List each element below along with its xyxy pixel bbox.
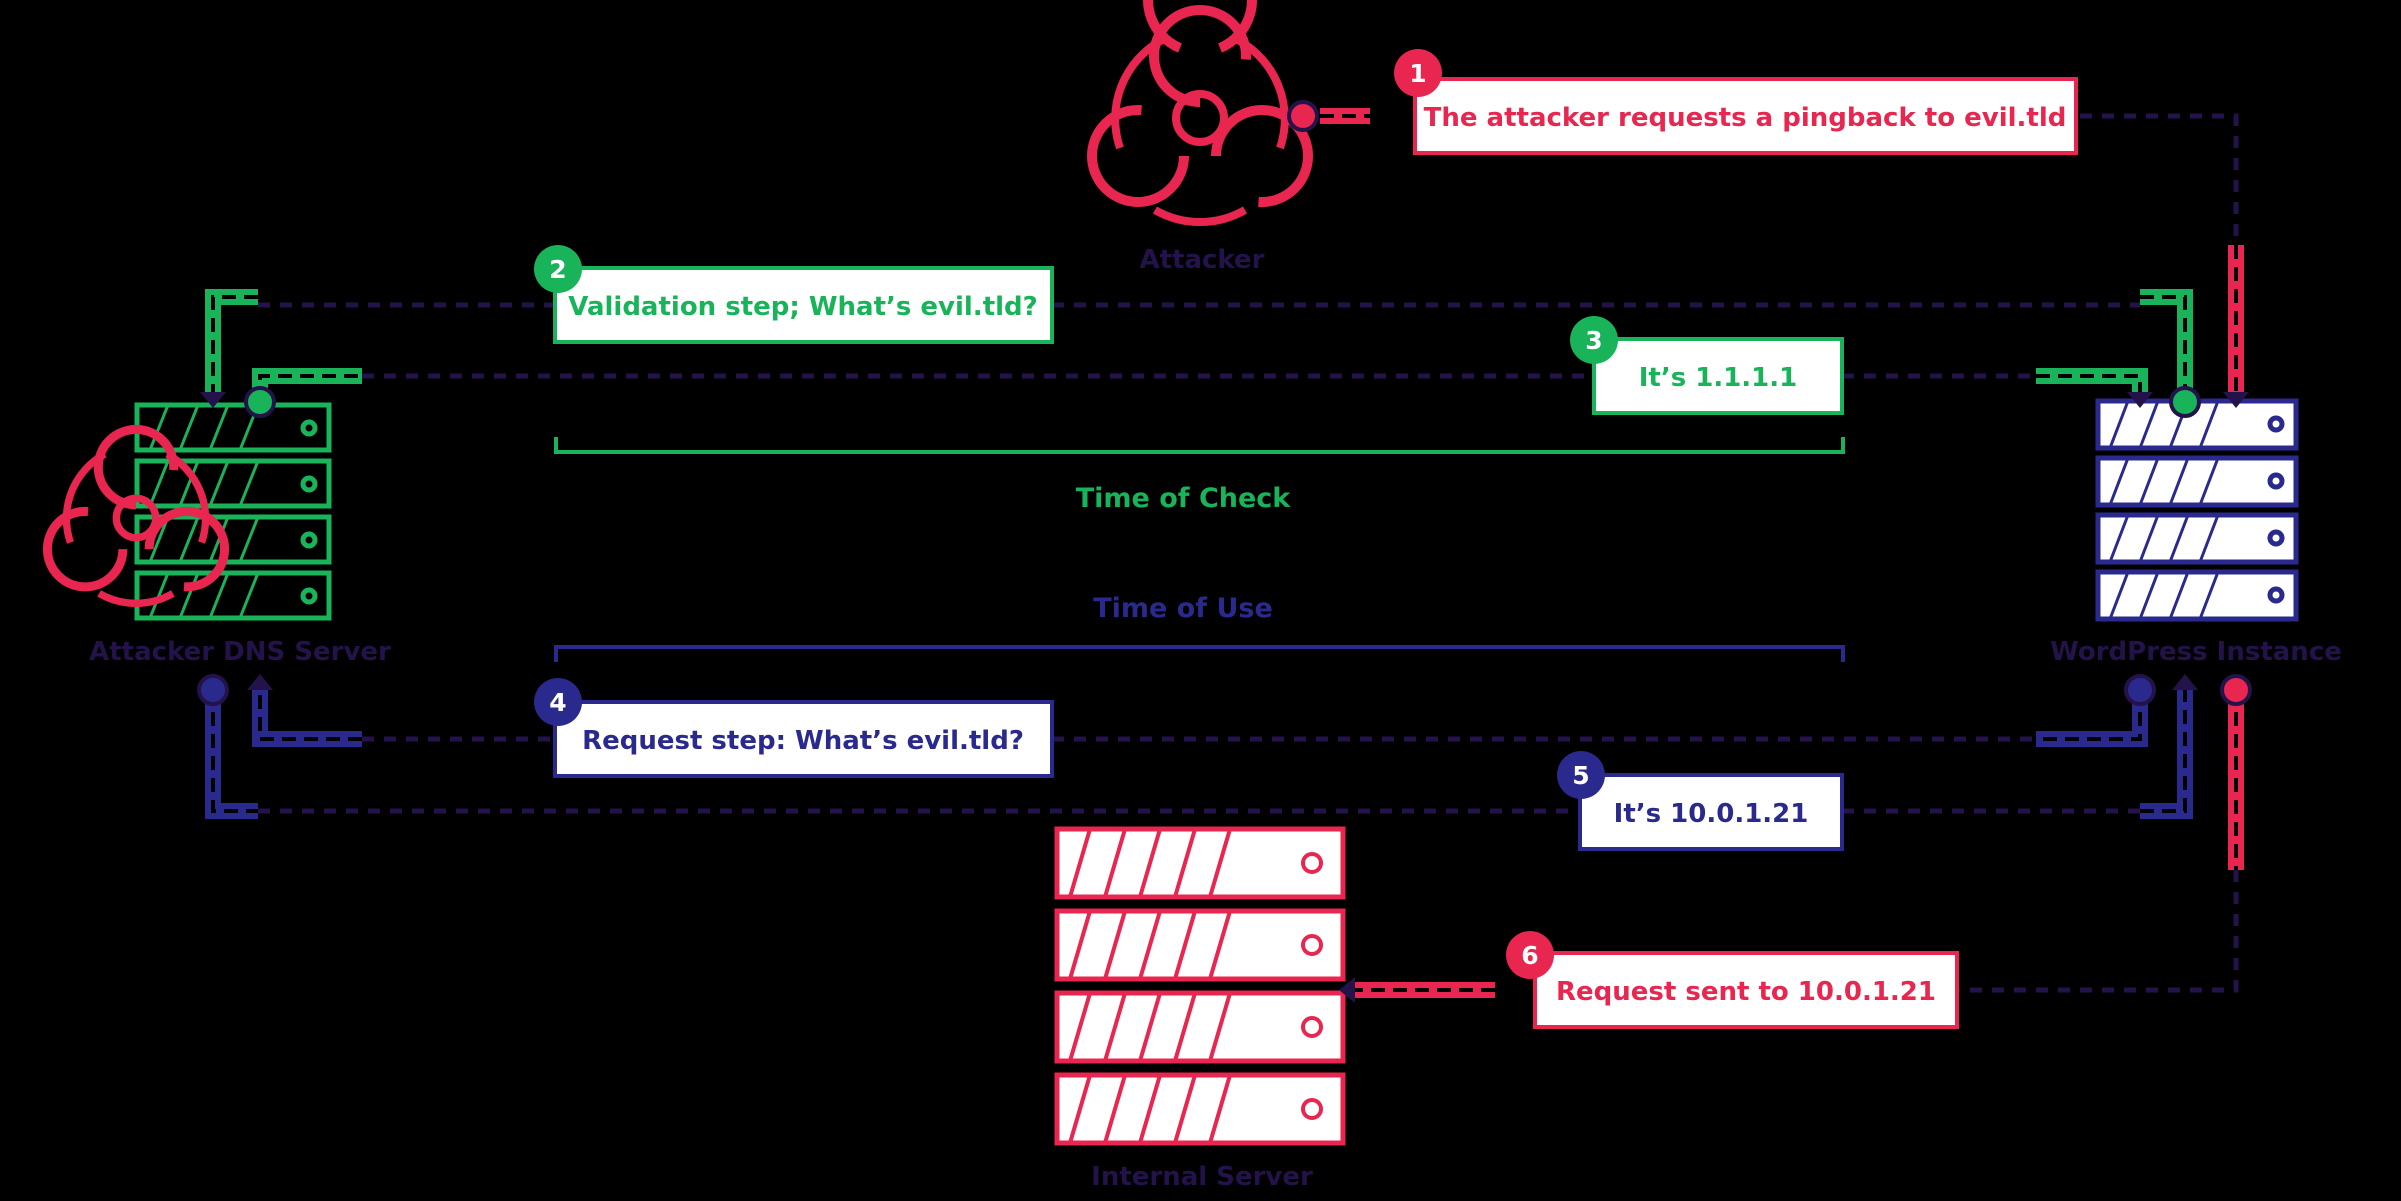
step-6: Request sent to 10.0.1.21 6 <box>1506 931 1959 1029</box>
biohazard-icon <box>42 424 230 607</box>
wordpress-label: WordPress Instance <box>2050 637 2342 667</box>
step-1: The attacker requests a pingback to evil… <box>1394 49 2078 155</box>
time-of-check-bracket: Time of Check <box>554 437 1845 514</box>
attacker-dns-label: Attacker DNS Server <box>89 637 391 667</box>
connector-lines <box>258 113 2239 993</box>
step-3: It’s 1.1.1.1 3 <box>1570 316 1844 415</box>
step-2-badge: 2 <box>549 255 566 284</box>
step-2-text: Validation step; What’s evil.tld? <box>568 292 1037 322</box>
step1-connector <box>1287 100 1370 132</box>
server-rack-icon <box>2095 398 2299 622</box>
internal-server-node: Internal Server <box>1054 826 1346 1192</box>
step-6-badge: 6 <box>1521 941 1538 970</box>
server-rack-icon <box>1054 826 1346 1146</box>
time-of-use-label: Time of Use <box>1093 593 1273 624</box>
step-1-text: The attacker requests a pingback to evil… <box>1424 103 2067 133</box>
time-of-check-label: Time of Check <box>1076 483 1292 514</box>
step-4-badge: 4 <box>549 688 566 717</box>
attacker-dns-node: Attacker DNS Server <box>42 402 391 667</box>
attacker-node: Attacker <box>1087 0 1313 275</box>
step-6-text: Request sent to 10.0.1.21 <box>1556 977 1936 1007</box>
step-4-text: Request step: What’s evil.tld? <box>582 726 1024 756</box>
step-5-text: It’s 10.0.1.21 <box>1614 799 1809 829</box>
server-rack-icon <box>134 402 332 621</box>
step-3-text: It’s 1.1.1.1 <box>1639 363 1798 393</box>
step-3-badge: 3 <box>1585 326 1602 355</box>
biohazard-icon <box>1087 0 1313 227</box>
attacker-label: Attacker <box>1140 245 1265 275</box>
step-2: Validation step; What’s evil.tld? 2 <box>534 245 1054 344</box>
step-5-badge: 5 <box>1572 761 1589 790</box>
green-arrows <box>200 289 2201 418</box>
step-5: It’s 10.0.1.21 5 <box>1557 751 1844 851</box>
wordpress-node: WordPress Instance <box>2050 398 2342 667</box>
red-arrows <box>1339 245 2252 1003</box>
step-1-badge: 1 <box>1409 59 1426 88</box>
internal-server-label: Internal Server <box>1091 1162 1313 1192</box>
step-4: Request step: What’s evil.tld? 4 <box>534 678 1054 778</box>
time-of-use-bracket: Time of Use <box>554 593 1845 662</box>
blue-arrows <box>197 674 2198 819</box>
